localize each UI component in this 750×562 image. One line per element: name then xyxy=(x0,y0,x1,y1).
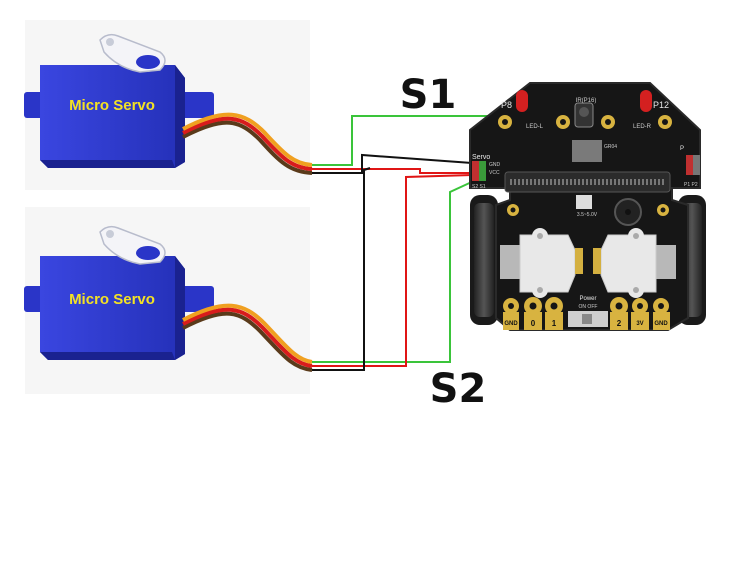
pad-gnd-left: GND xyxy=(504,321,518,327)
gnd-label: GND xyxy=(489,162,501,168)
wiring xyxy=(312,115,503,371)
pad-3v: 3V xyxy=(636,321,643,327)
s2s1-label: S2 S1 xyxy=(472,184,486,190)
s2-label: S2 xyxy=(430,366,487,412)
p1p2-label: P1 P2 xyxy=(684,182,698,188)
led-left-icon xyxy=(516,90,528,112)
micro-servo-2: Micro Servo xyxy=(24,225,214,360)
servo-2-cable xyxy=(182,303,313,372)
led-right-caption: LED-R xyxy=(633,124,652,130)
sensor-header xyxy=(572,140,602,162)
regulator-chip xyxy=(576,195,592,209)
power-label: Power xyxy=(579,296,596,302)
s2-ground-wire xyxy=(312,167,371,371)
regulator-label: 3.5~5.0V xyxy=(577,212,598,218)
bottom-pads xyxy=(503,297,670,330)
on-off-label: ON OFF xyxy=(579,304,598,310)
s1-label: S1 xyxy=(400,72,457,118)
servo-header-label: Servo xyxy=(472,154,490,161)
s1-ground-wire xyxy=(312,153,473,174)
servo-2-body xyxy=(40,256,185,360)
left-motor xyxy=(500,228,583,298)
led-left-caption: LED-L xyxy=(526,124,544,130)
p-label: P xyxy=(680,146,684,152)
servo-2-label: Micro Servo xyxy=(69,291,155,308)
right-motor xyxy=(593,228,676,298)
pad-2: 2 xyxy=(617,319,622,328)
micro-servo-1: Micro Servo xyxy=(24,33,214,168)
pad-1: 1 xyxy=(552,319,557,328)
vcc-label: VCC xyxy=(489,170,500,176)
led-left-pin: P8 xyxy=(501,100,512,110)
s2-signal-wire xyxy=(312,179,477,363)
robot-board: P8 P12 LED-L LED-R IR(P16) GR04 Servo GN… xyxy=(469,82,706,331)
servo-1-label: Micro Servo xyxy=(69,97,155,114)
led-right-icon xyxy=(640,90,652,112)
s2-power-wire xyxy=(312,174,473,367)
servo-1-cable xyxy=(182,112,313,175)
sensor-label: GR04 xyxy=(604,144,617,150)
pad-0: 0 xyxy=(531,319,536,328)
pad-gnd-right: GND xyxy=(654,321,668,327)
servo-1-body xyxy=(40,65,185,168)
led-right-pin: P12 xyxy=(653,100,669,110)
ir-label: IR(P16) xyxy=(576,98,597,104)
